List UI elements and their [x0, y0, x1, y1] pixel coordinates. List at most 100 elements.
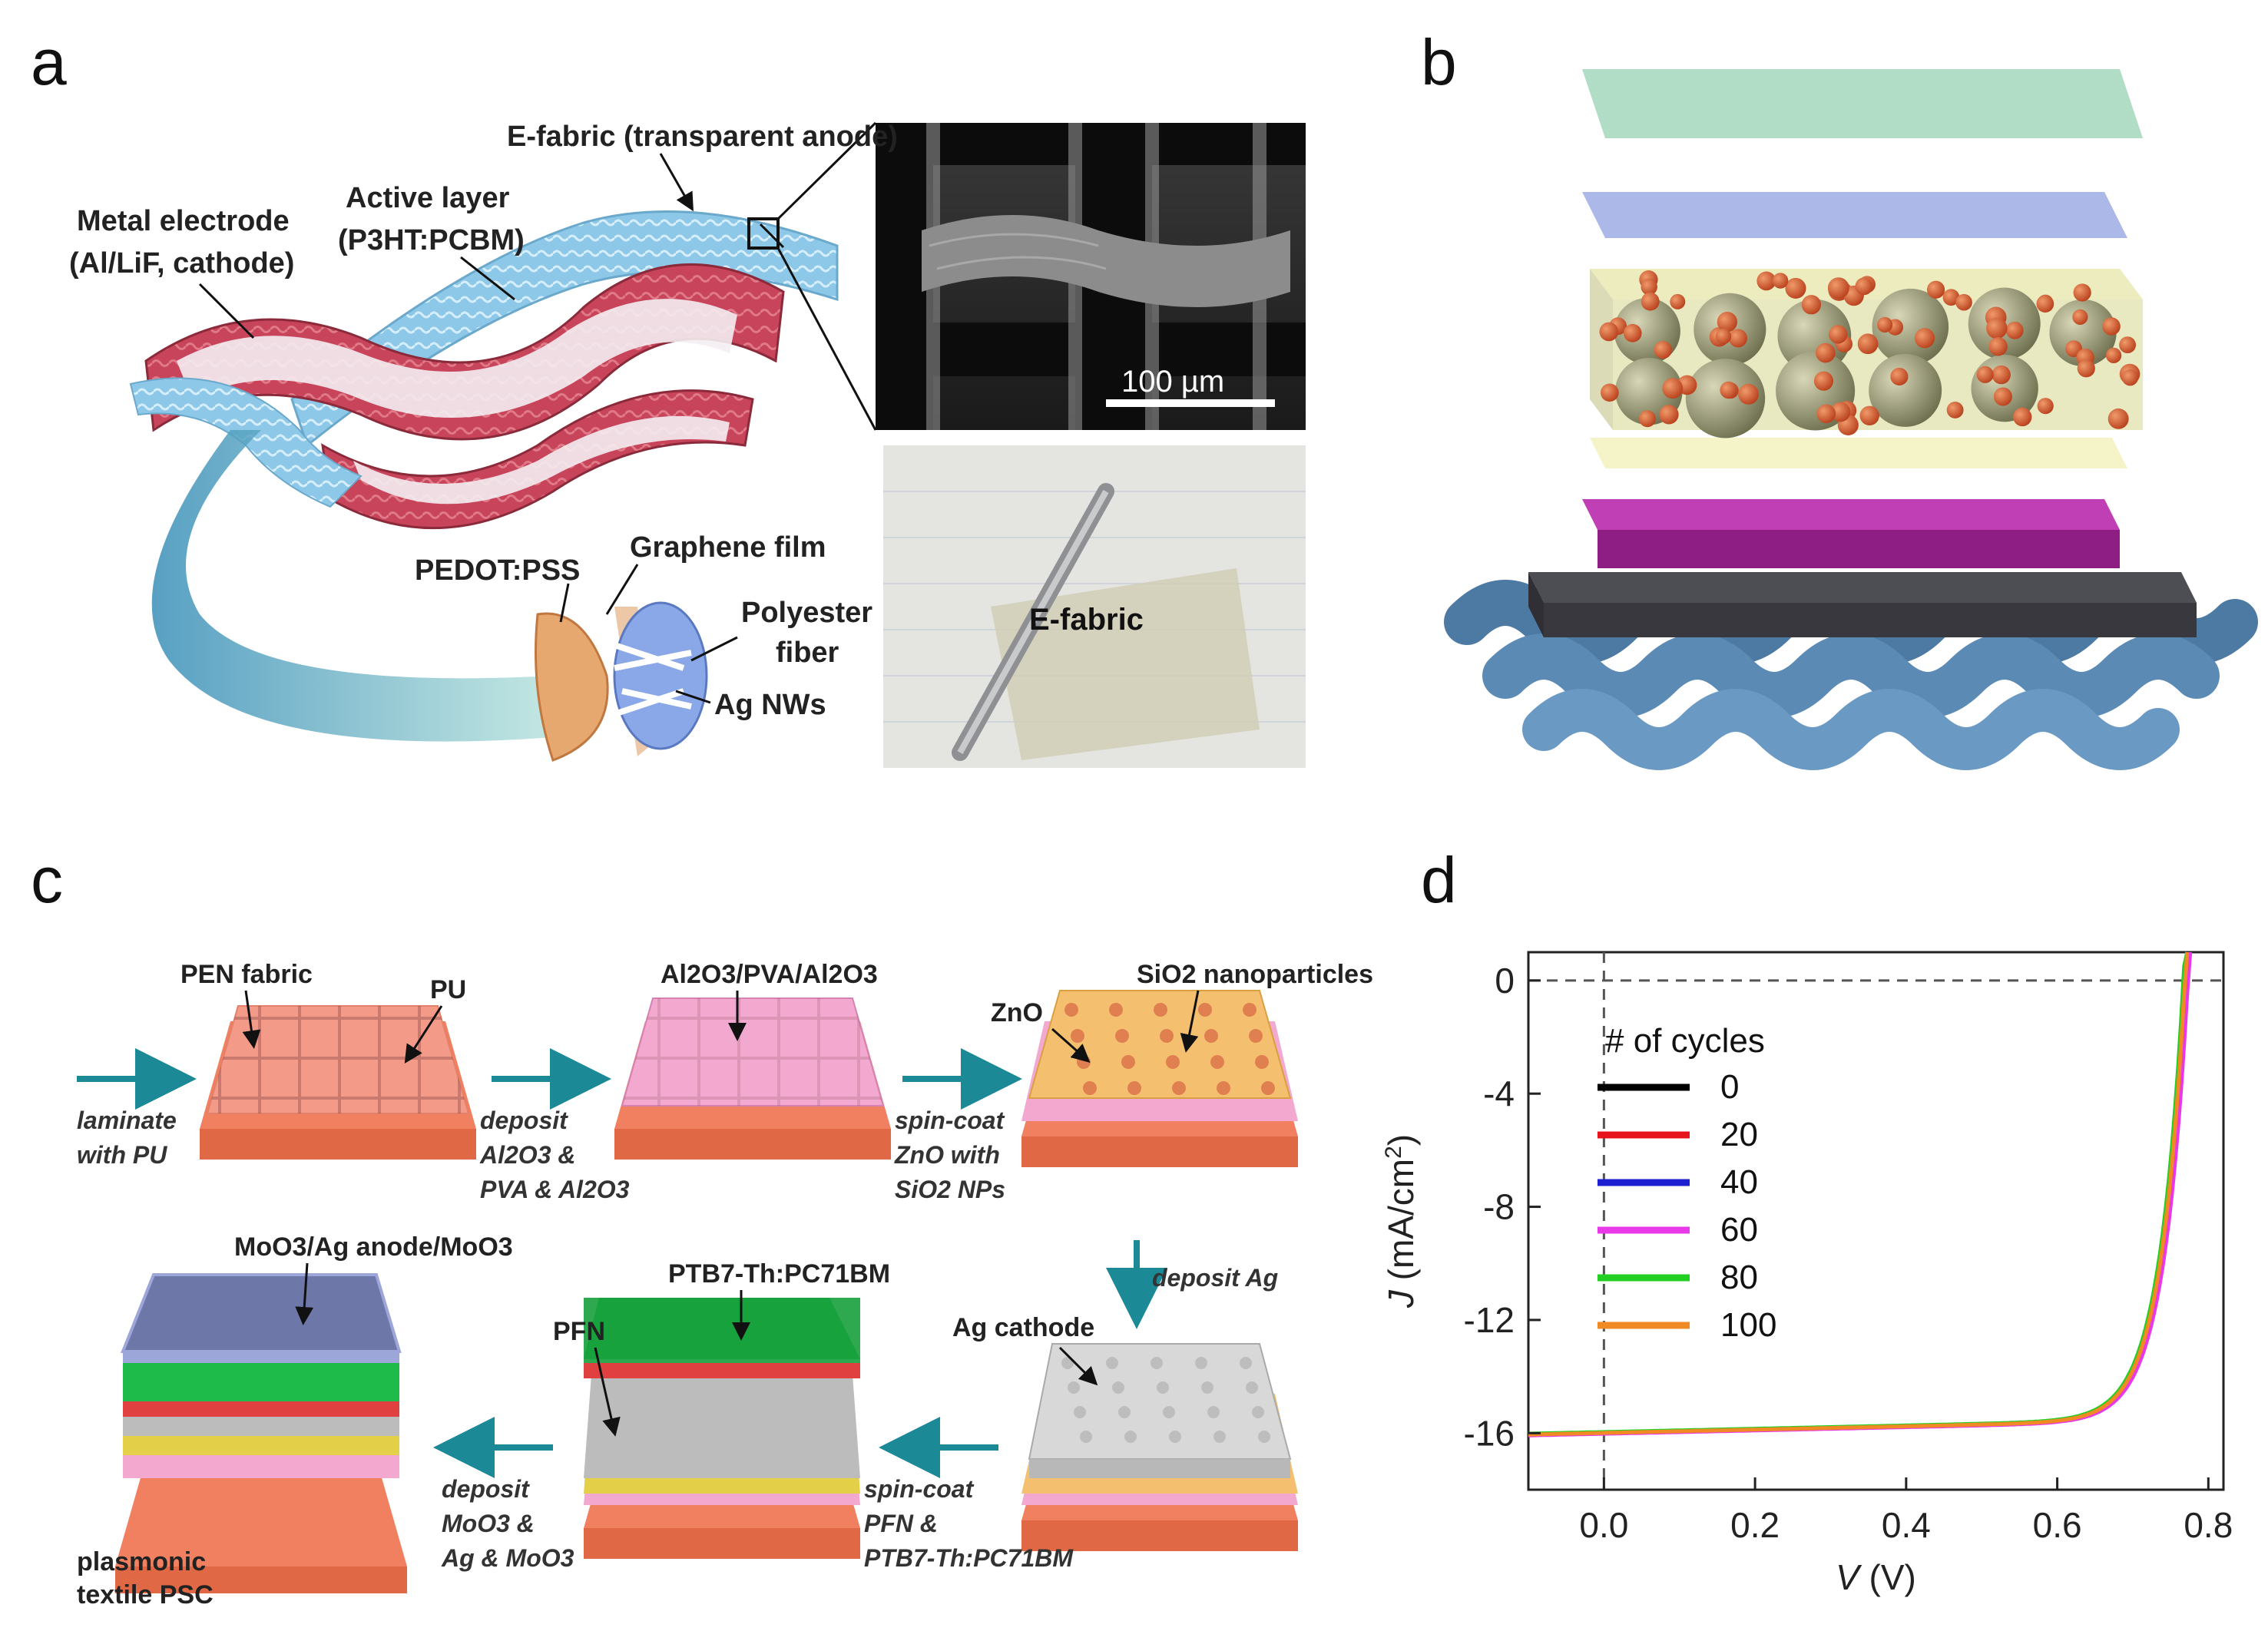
yellow-layer-top: [1590, 438, 2127, 468]
y-tick-label: -4: [1483, 1074, 1515, 1113]
sem-image: 100 µm: [876, 123, 1306, 430]
step-6-line-3: Ag & MoO3: [441, 1544, 574, 1572]
x-tick-label: 0.2: [1730, 1505, 1780, 1545]
nanoparticle-dot: [1926, 280, 1945, 299]
nanoparticle-dot: [1641, 278, 1657, 296]
legend-entry-20: 20: [1720, 1116, 1758, 1153]
pen-fabric-label: PEN fabric: [180, 960, 313, 989]
ag-bump: [1118, 1406, 1131, 1418]
nanoparticle-dot: [1915, 328, 1935, 349]
nanoparticle-dot: [1830, 402, 1851, 422]
ag-bump: [1258, 1431, 1270, 1443]
nanoparticle-dot: [2036, 295, 2054, 313]
nanoparticle-dot: [1827, 277, 1849, 299]
polyester-label-2: fiber: [776, 637, 839, 669]
polyester-fiber-ribbon: [151, 430, 553, 742]
stage-3-zno: [1021, 990, 1298, 1167]
active-layer-label-2: (P3HT:PCBM): [338, 224, 525, 256]
ag-bump: [1068, 1381, 1080, 1394]
pedot-leader: [559, 583, 570, 623]
nanoparticle-dot: [2073, 283, 2091, 302]
nanoparticle-dot: [2119, 336, 2137, 354]
nanoparticle-dot: [1654, 340, 1672, 359]
nanoparticle-dot: [1816, 342, 1836, 363]
stage-5-active: [584, 1298, 860, 1559]
ptb7-label: PTB7-Th:PC71BM: [668, 1259, 890, 1289]
x-tick-label: 0.8: [2184, 1505, 2233, 1545]
step-4: deposit Ag: [1152, 1264, 1278, 1292]
nanoparticle-dot: [1623, 323, 1642, 342]
active-layer-label-1: Active layer: [346, 182, 510, 214]
step-3-line-2: ZnO with: [894, 1141, 1000, 1169]
metal-electrode-label-1: Metal electrode: [77, 205, 290, 237]
active-layer-leader: [460, 256, 515, 301]
nanoparticle-dot: [1728, 329, 1747, 348]
ag-bump: [1246, 1381, 1258, 1394]
nanoparticle-dot: [1816, 404, 1836, 424]
zno-leader: [1051, 1027, 1091, 1063]
magenta-layer-top: [1582, 499, 2120, 530]
ag-bump: [1112, 1381, 1124, 1394]
nanoparticle-dot: [1877, 316, 1893, 333]
step-2-line-2: Al2O3 &: [479, 1141, 575, 1169]
nanosphere: [1685, 359, 1766, 438]
sio2-dot: [1255, 1055, 1269, 1069]
panel-c: c PEN fabric PU Al2O3/PVA/Al2O3: [31, 844, 1373, 1609]
sio2-dot: [1083, 1081, 1097, 1095]
scale-bar-label: 100 µm: [1121, 365, 1224, 399]
step-1-line-1: laminate: [77, 1107, 177, 1134]
sio2-dot: [1109, 1003, 1123, 1017]
nanoparticle-dot: [1720, 381, 1737, 399]
sio2-dot: [1115, 1029, 1129, 1043]
jv-curve-100: [1528, 951, 2190, 1437]
sio2-dot: [1172, 1081, 1186, 1095]
step-6-line-2: MoO3 &: [442, 1510, 535, 1537]
zno-label: ZnO: [991, 998, 1043, 1027]
final-label-2: textile PSC: [77, 1580, 214, 1609]
sio2-np-label: SiO2 nanoparticles: [1137, 960, 1373, 989]
legend-title: # of cycles: [1605, 1022, 1765, 1060]
ag-bump: [1157, 1381, 1169, 1394]
sio2-dot: [1249, 1029, 1263, 1043]
nanoparticle-dot: [1659, 405, 1679, 425]
final-label-1: plasmonic: [77, 1547, 206, 1576]
nanoparticle-dot: [1772, 273, 1789, 289]
panel-d-label: d: [1421, 844, 1457, 916]
jv-curves: [1528, 951, 2193, 1437]
metal-electrode-leader: [198, 283, 255, 339]
nanoparticle-dot: [1988, 337, 2008, 356]
nanoparticle-dot: [1992, 365, 2011, 385]
metal-electrode-stripe: [353, 415, 730, 505]
nanoparticle-dot: [2077, 359, 2095, 378]
sio2-dot: [1217, 1081, 1230, 1095]
sio2-dot: [1127, 1081, 1141, 1095]
ag-nws-label: Ag NWs: [714, 689, 826, 721]
pfn-label: PFN: [553, 1317, 605, 1346]
polyester-leader: [690, 636, 738, 662]
zoom-line-top: [776, 121, 877, 220]
x-axis-label: V (V): [1836, 1557, 1916, 1597]
ag-bump: [1213, 1431, 1226, 1443]
fiber-cross-section: [535, 601, 708, 762]
ag-bump: [1080, 1431, 1092, 1443]
legend-entry-0: 0: [1720, 1068, 1739, 1106]
nanoparticle-dot: [1813, 371, 1834, 391]
y-tick-label: -16: [1464, 1413, 1515, 1453]
ag-bump: [1195, 1357, 1207, 1369]
ag-nws-leader: [675, 690, 711, 704]
pfn-leader: [594, 1347, 621, 1437]
nanoparticle-dot: [1829, 325, 1848, 344]
ag-bump: [1252, 1406, 1264, 1418]
sio2-dot: [1154, 1003, 1167, 1017]
nanoparticle-dot: [1785, 277, 1806, 299]
nanoparticle-dot: [1717, 312, 1738, 332]
stage-6-final: [115, 1273, 407, 1593]
x-tick-label: 0.0: [1579, 1505, 1628, 1545]
zoom-box: [747, 217, 780, 250]
nanoparticle-dot: [1857, 333, 1879, 355]
panel-c-label: c: [31, 844, 63, 916]
pu-label: PU: [430, 975, 466, 1004]
